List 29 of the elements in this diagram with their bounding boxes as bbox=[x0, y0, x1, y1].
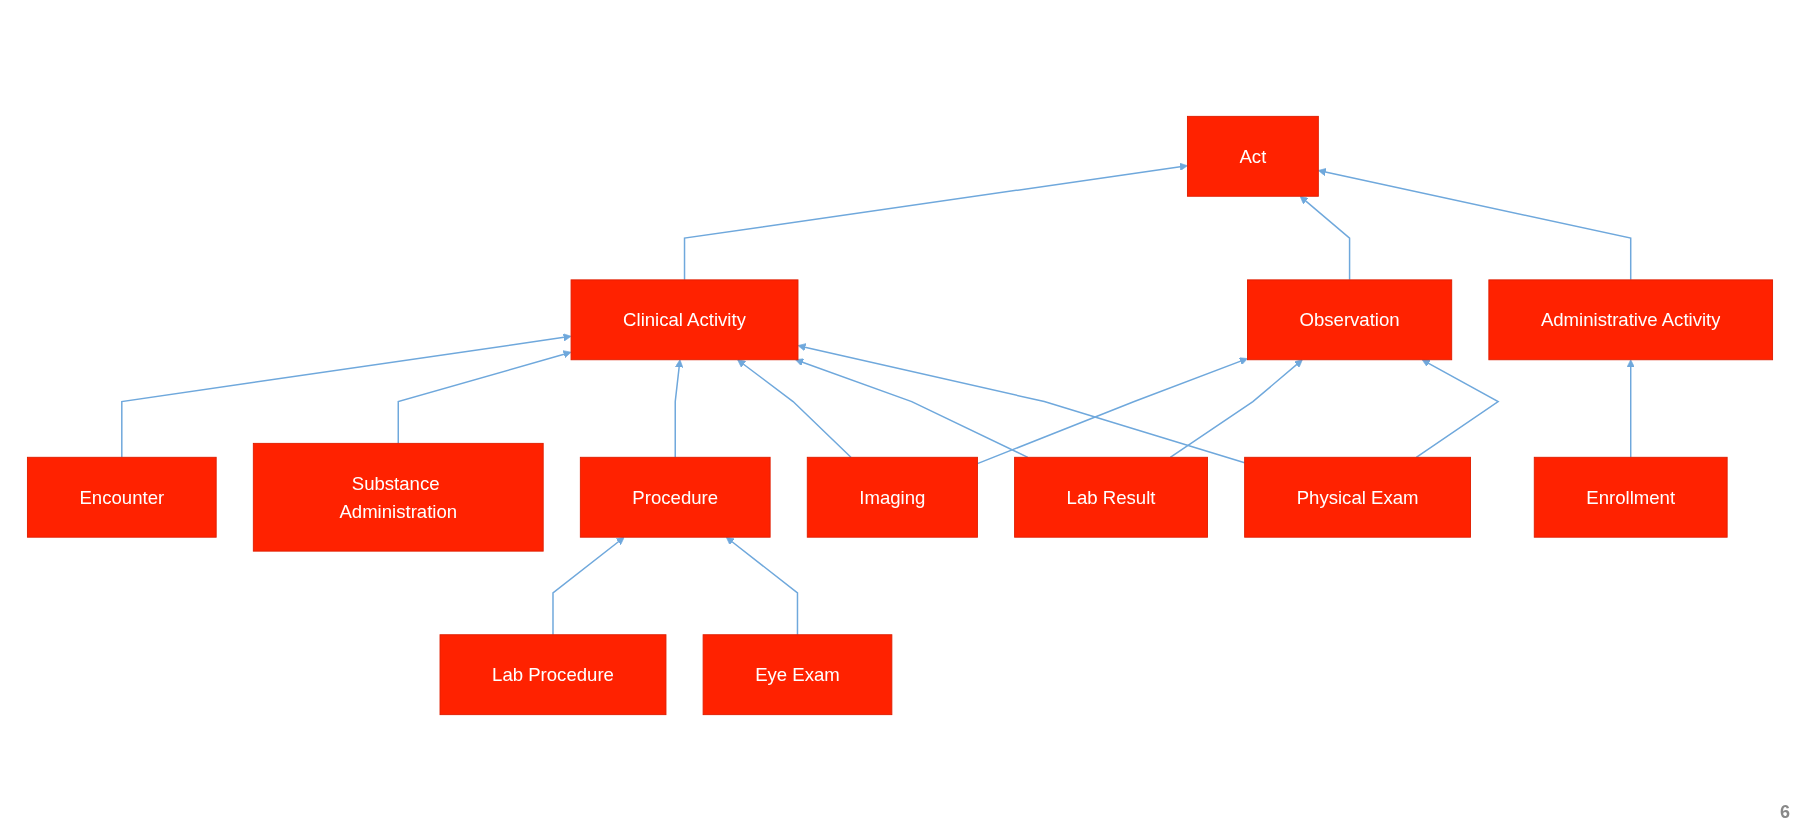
node-box: Physical Exam bbox=[1244, 456, 1471, 538]
node-box: Substance Administration bbox=[252, 442, 544, 552]
arrow bbox=[797, 343, 1246, 464]
node-box: Act bbox=[1186, 115, 1319, 197]
node-box: Imaging bbox=[806, 456, 978, 538]
page-number: 6 bbox=[1780, 802, 1790, 822]
node-box: Procedure bbox=[579, 456, 771, 538]
arrow bbox=[1169, 359, 1303, 459]
arrow bbox=[737, 359, 852, 459]
node-box: Eye Exam bbox=[702, 634, 893, 716]
arrow bbox=[674, 359, 684, 459]
arrow bbox=[552, 536, 625, 636]
arrow bbox=[725, 536, 799, 636]
arrow bbox=[795, 358, 1029, 459]
arrow bbox=[1626, 359, 1635, 459]
arrow bbox=[683, 162, 1188, 281]
arrow bbox=[121, 333, 572, 459]
arrow bbox=[976, 357, 1248, 465]
arrow bbox=[1317, 168, 1632, 281]
node-box: Encounter bbox=[26, 456, 217, 538]
arrow bbox=[1299, 195, 1351, 281]
node-box: Observation bbox=[1247, 279, 1453, 361]
node-box: Administrative Activity bbox=[1488, 279, 1774, 361]
node-box: Enrollment bbox=[1533, 456, 1728, 538]
arrow bbox=[397, 350, 572, 445]
node-box: Lab Result bbox=[1014, 456, 1208, 538]
node-box: Clinical Activity bbox=[570, 279, 799, 361]
node-box: Lab Procedure bbox=[439, 634, 667, 716]
arrow bbox=[1415, 359, 1500, 459]
